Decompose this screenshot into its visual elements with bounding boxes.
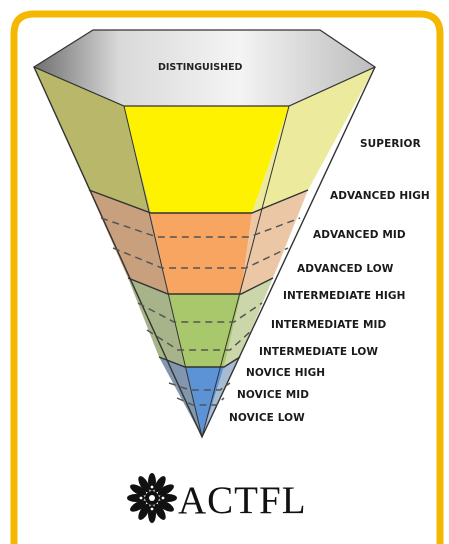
level-label-advanced-mid: ADVANCED MID (313, 229, 406, 241)
advanced-front-face (151, 213, 252, 294)
novice-front-face (185, 367, 224, 437)
advanced-right-face (241, 190, 308, 294)
distinguished-label: DISTINGUISHED (158, 62, 243, 73)
level-label-intermediate-high: INTERMEDIATE HIGH (283, 290, 406, 302)
level-label-novice-low: NOVICE LOW (229, 412, 305, 424)
dash-intermediate-low (146, 329, 253, 351)
level-label-novice-high: NOVICE HIGH (246, 367, 326, 379)
novice-left-face (159, 357, 202, 437)
dash-advanced-mid (100, 217, 301, 238)
level-label-advanced-low: ADVANCED LOW (297, 263, 394, 275)
level-label-intermediate-mid: INTERMEDIATE MID (271, 319, 387, 331)
tier-line-superior (88, 189, 309, 214)
superior-front-face (124, 106, 289, 213)
level-label-advanced-high: ADVANCED HIGH (330, 190, 430, 202)
dash-novice-low (176, 397, 225, 406)
level-label-superior: SUPERIOR (360, 138, 421, 150)
level-label-intermediate-low: INTERMEDIATE LOW (259, 346, 379, 358)
superior-right-face (252, 67, 375, 213)
intermediate-front-face (168, 294, 241, 367)
superior-left-face (34, 67, 151, 213)
level-label-novice-mid: NOVICE MID (237, 389, 310, 401)
dash-novice-mid (168, 382, 231, 391)
actfl-logo-text: ACTFL (178, 479, 307, 522)
tier-line-advanced (127, 277, 274, 295)
dash-advanced-low (112, 247, 289, 269)
advanced-left-face (89, 190, 168, 294)
actfl-emblem-icon (127, 473, 177, 523)
tier-line-intermediate (158, 356, 241, 368)
